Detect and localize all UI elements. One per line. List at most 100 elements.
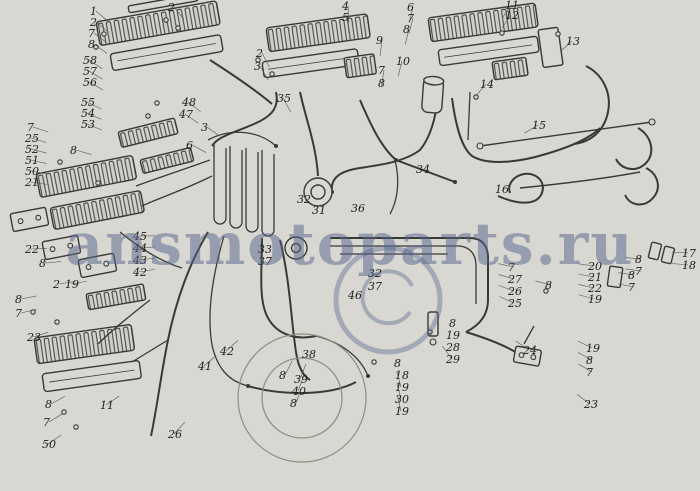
callout-50: 50 bbox=[25, 165, 39, 178]
leader-line bbox=[396, 383, 402, 400]
leader-line bbox=[408, 17, 414, 34]
leader-line bbox=[259, 65, 269, 80]
leader-line bbox=[501, 14, 512, 29]
leader-line bbox=[379, 39, 383, 56]
callout-25: 25 bbox=[24, 132, 39, 145]
callout-19: 19 bbox=[395, 405, 409, 418]
callout-7: 7 bbox=[508, 261, 515, 274]
leader-line bbox=[138, 246, 155, 249]
callout-13: 13 bbox=[566, 35, 580, 48]
callout-8: 8 bbox=[88, 38, 95, 51]
callout-32: 32 bbox=[368, 267, 382, 280]
plates bbox=[9, 0, 676, 393]
leader-line bbox=[86, 112, 102, 120]
callout-51: 51 bbox=[25, 154, 39, 167]
callout-8: 8 bbox=[545, 279, 552, 292]
callout-8: 8 bbox=[394, 357, 401, 370]
callout-2: 2 bbox=[167, 1, 175, 14]
callout-3: 3 bbox=[254, 60, 261, 73]
callout-44: 44 bbox=[132, 242, 147, 255]
callout-7: 7 bbox=[378, 64, 385, 77]
leader-line bbox=[396, 395, 402, 412]
callout-42: 42 bbox=[132, 266, 147, 279]
callout-7: 7 bbox=[15, 307, 22, 320]
callout-18: 18 bbox=[682, 259, 696, 272]
leader-line bbox=[625, 257, 642, 260]
callout-8: 8 bbox=[586, 354, 593, 367]
plate-top-left-lower bbox=[109, 34, 224, 71]
leader-line bbox=[75, 149, 92, 155]
callout-52: 52 bbox=[25, 143, 39, 156]
callout-38: 38 bbox=[302, 348, 316, 361]
leader-line bbox=[578, 284, 595, 289]
callout-8: 8 bbox=[635, 253, 642, 266]
plate-top-right-lower bbox=[437, 35, 540, 67]
callout-14: 14 bbox=[480, 78, 494, 91]
leader-line bbox=[559, 40, 573, 52]
callout-36: 36 bbox=[351, 202, 365, 215]
leader-line bbox=[577, 352, 593, 361]
callout-39: 39 bbox=[294, 373, 308, 386]
leader-line bbox=[58, 281, 75, 285]
leader-line bbox=[30, 148, 47, 154]
leader-line bbox=[618, 272, 635, 276]
callout-7: 7 bbox=[628, 281, 635, 294]
leader-line bbox=[498, 274, 515, 280]
callout-19: 19 bbox=[586, 342, 600, 355]
leader-line bbox=[498, 263, 515, 268]
leader-line bbox=[138, 268, 155, 273]
leader-line bbox=[203, 355, 217, 367]
callout-55: 55 bbox=[81, 96, 95, 109]
callout-2: 2 bbox=[52, 278, 60, 291]
callout-35: 35 bbox=[277, 92, 291, 105]
leader-line bbox=[578, 273, 595, 278]
callout-6: 6 bbox=[186, 139, 193, 152]
callout-47: 47 bbox=[178, 108, 193, 121]
leader-line bbox=[30, 181, 47, 185]
callout-7: 7 bbox=[43, 416, 50, 429]
pipes bbox=[97, 59, 659, 437]
leader-line bbox=[30, 170, 47, 175]
leader-line bbox=[93, 43, 108, 54]
bracket-plate-2 bbox=[41, 234, 82, 261]
callout-29: 29 bbox=[445, 353, 460, 366]
callout-48: 48 bbox=[181, 96, 196, 109]
callout-1: 1 bbox=[90, 5, 97, 18]
callout-17: 17 bbox=[682, 247, 696, 260]
callout-45: 45 bbox=[132, 230, 147, 243]
leader-line bbox=[105, 395, 120, 406]
callout-8: 8 bbox=[15, 293, 22, 306]
leader-line bbox=[672, 251, 689, 254]
leader-line bbox=[578, 363, 593, 373]
plate-top-right-end bbox=[537, 26, 564, 69]
finned-plate-right-small bbox=[491, 56, 529, 81]
leader-line bbox=[672, 263, 689, 266]
leader-line bbox=[20, 295, 37, 300]
callout-56: 56 bbox=[83, 76, 97, 89]
leader-line bbox=[32, 126, 49, 133]
finned-plate-left-small-2 bbox=[139, 147, 195, 174]
leader-line bbox=[30, 137, 47, 143]
leader-line bbox=[498, 285, 515, 292]
leader-line bbox=[501, 4, 512, 19]
callout-11: 11 bbox=[505, 0, 519, 12]
components bbox=[30, 17, 561, 463]
callout-20: 20 bbox=[587, 260, 602, 273]
leader-line bbox=[442, 346, 453, 360]
watermark-emblem bbox=[333, 245, 443, 355]
leader-line bbox=[618, 283, 635, 288]
callout-37: 37 bbox=[368, 280, 382, 293]
callout-43: 43 bbox=[132, 254, 147, 267]
callout-8: 8 bbox=[403, 23, 410, 36]
callout-26: 26 bbox=[507, 285, 522, 298]
clip-plate-mid-right bbox=[606, 265, 624, 289]
leader-line bbox=[50, 395, 66, 405]
flywheel-outline bbox=[237, 333, 367, 463]
bracket-plate-3 bbox=[77, 252, 118, 279]
callout-19: 19 bbox=[65, 278, 79, 291]
callout-8: 8 bbox=[378, 77, 385, 90]
callout-6: 6 bbox=[407, 1, 414, 14]
callout-30: 30 bbox=[395, 393, 409, 406]
bracket-plate-1 bbox=[9, 206, 50, 233]
